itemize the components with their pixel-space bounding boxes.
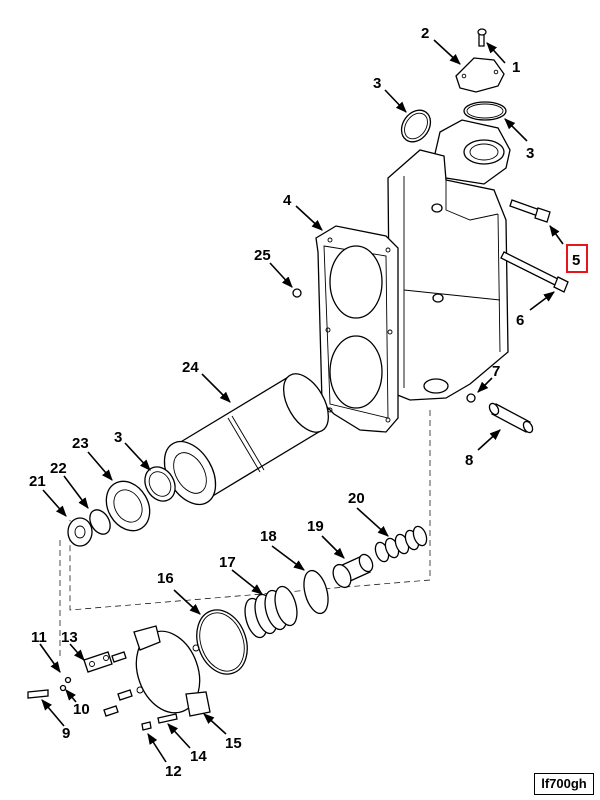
- callout-7: 7: [492, 363, 500, 380]
- callout-3-side: 3: [373, 75, 381, 92]
- o-ring-small-part: [292, 288, 302, 298]
- o-ring-side-part: [400, 109, 432, 143]
- snap-ring-part: [89, 509, 111, 535]
- callout-23: 23: [72, 435, 89, 452]
- filter-element-part: [163, 373, 329, 506]
- callout-14: 14: [190, 748, 207, 765]
- callout-3-lower: 3: [114, 429, 122, 446]
- callout-25: 25: [254, 247, 271, 264]
- callout-20: 20: [348, 490, 365, 507]
- callout-12: 12: [165, 763, 182, 780]
- callout-15: 15: [225, 735, 242, 752]
- callout-16: 16: [157, 570, 174, 587]
- callout-9: 9: [62, 725, 70, 742]
- callout-21: 21: [29, 473, 46, 490]
- top-cover-part: [455, 28, 505, 93]
- leader-lines: [39, 39, 564, 763]
- callout-22: 22: [50, 460, 67, 477]
- o-ring-large-part: [196, 609, 248, 675]
- callout-10: 10: [73, 701, 90, 718]
- bolt-part-5: [509, 199, 551, 223]
- small-fasteners-part: [27, 651, 178, 731]
- snap-ring-small-part: [303, 569, 329, 615]
- spring-large-part: [374, 525, 428, 563]
- callout-24: 24: [182, 359, 199, 376]
- lever-part: [83, 651, 113, 673]
- callout-5: 5: [572, 252, 580, 269]
- callout-13: 13: [61, 629, 78, 646]
- callout-17: 17: [219, 554, 236, 571]
- o-ring-lower-part: [144, 466, 176, 502]
- retainer-part: [105, 480, 151, 532]
- callout-18: 18: [260, 528, 277, 545]
- main-housing-part: [315, 119, 511, 433]
- callout-3-top: 3: [526, 145, 534, 162]
- callout-2: 2: [421, 25, 429, 42]
- callout-19: 19: [307, 518, 324, 535]
- drawing-id-label: lf700gh: [534, 773, 594, 795]
- cap-part: [67, 517, 93, 547]
- o-ring-top-part: [463, 101, 507, 121]
- valve-part: [332, 553, 374, 589]
- callout-6: 6: [516, 312, 524, 329]
- callout-11: 11: [31, 629, 47, 646]
- callout-4: 4: [283, 192, 292, 209]
- assembly-reference-lines: [59, 410, 431, 660]
- callout-labels: 1 2 3 3 3 4 5 6 7 8 9 10 11 12 13 14 15 …: [29, 25, 588, 780]
- spring-small-part: [244, 585, 298, 639]
- small-o-ring-part: [466, 393, 476, 403]
- pin-part: [488, 402, 534, 434]
- bolt-part-6: [500, 251, 569, 293]
- callout-8: 8: [465, 452, 473, 469]
- callout-5-highlight-box: [566, 244, 588, 273]
- callout-1: 1: [512, 59, 520, 76]
- end-cover-part: [133, 625, 211, 717]
